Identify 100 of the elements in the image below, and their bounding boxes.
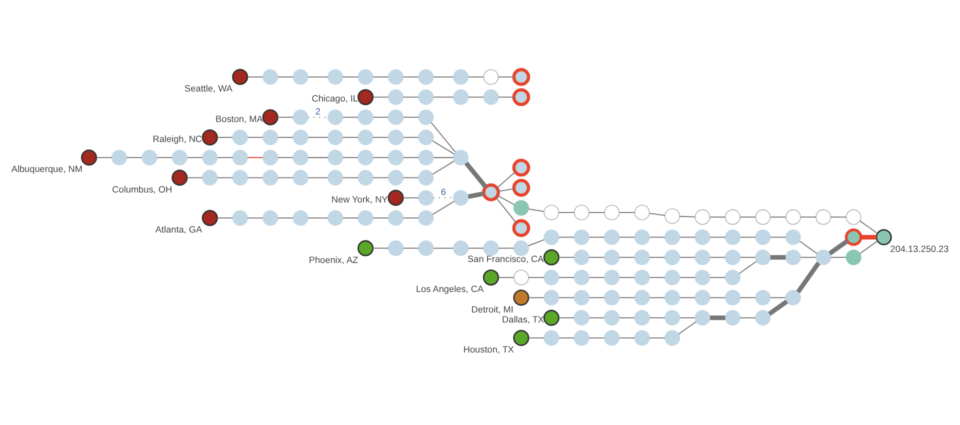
node-circle — [724, 290, 740, 306]
node-label: Raleigh, NC — [152, 134, 202, 144]
node-circle — [232, 170, 248, 186]
connector — [342, 116, 358, 118]
node-label: New York, NY — [331, 194, 388, 204]
connector — [680, 236, 696, 238]
node-circle — [328, 110, 344, 126]
node-circle — [262, 109, 278, 126]
connector — [217, 177, 233, 178]
connector — [619, 337, 635, 338]
connector — [770, 236, 786, 238]
connector — [619, 236, 635, 238]
connector — [308, 157, 328, 158]
connector — [589, 212, 604, 213]
connector — [800, 216, 816, 218]
node-circle — [816, 209, 832, 225]
node-circle — [513, 270, 529, 286]
node-circle — [513, 240, 529, 256]
connector — [248, 136, 263, 138]
node-circle — [664, 270, 680, 286]
connector — [650, 317, 665, 318]
node-circle — [418, 190, 434, 206]
connector — [96, 157, 112, 158]
connector — [589, 337, 604, 338]
node-circle — [452, 190, 469, 206]
connector — [650, 236, 665, 238]
connector — [464, 162, 488, 189]
node-label: Dallas, TX — [502, 314, 544, 324]
connector — [740, 317, 756, 318]
node-circle — [202, 129, 218, 146]
connector — [619, 317, 635, 318]
node-circle — [604, 250, 620, 266]
connector — [710, 216, 726, 218]
node-circle — [483, 89, 499, 105]
node-circle — [724, 270, 740, 286]
node-circle — [262, 210, 278, 226]
connector — [373, 157, 388, 158]
node-circle — [232, 150, 248, 166]
node-circle — [604, 204, 620, 220]
connector — [248, 76, 263, 78]
connector — [468, 191, 484, 199]
connector — [217, 136, 233, 138]
node-circle — [232, 210, 248, 226]
node-circle — [358, 110, 374, 126]
connector — [498, 188, 514, 192]
node-circle — [358, 150, 374, 166]
node-circle — [513, 330, 530, 346]
node-label: Boston, MA — [216, 114, 263, 124]
node-circle — [634, 229, 650, 245]
connector — [468, 248, 484, 249]
node-circle — [604, 330, 620, 346]
node-circle — [574, 250, 590, 266]
node-circle — [694, 310, 710, 326]
node-label: Columbus, OH — [112, 184, 172, 194]
connector — [528, 277, 544, 278]
node-circle — [544, 270, 560, 286]
node-label: Phoenix, AZ — [308, 254, 358, 265]
node-circle — [358, 69, 374, 85]
node-circle — [80, 150, 98, 166]
connector — [432, 160, 454, 175]
node-circle — [694, 209, 710, 225]
node-circle — [262, 150, 278, 166]
connector — [498, 277, 514, 278]
connector — [342, 76, 358, 78]
node-circle — [111, 150, 128, 166]
node-circle — [512, 88, 530, 106]
connector — [558, 277, 574, 278]
node-circle — [694, 290, 710, 306]
node-circle — [512, 219, 530, 237]
connector — [468, 96, 484, 98]
node-circle — [388, 150, 404, 166]
connector — [589, 297, 604, 298]
connector — [342, 177, 358, 178]
connector — [799, 240, 818, 254]
node-circle — [358, 130, 374, 146]
connector — [496, 197, 516, 224]
connector — [342, 157, 358, 158]
connector — [830, 256, 846, 258]
connector — [650, 212, 665, 216]
connector — [403, 96, 419, 98]
connector — [680, 317, 696, 318]
node-circle — [664, 250, 680, 266]
node-circle — [202, 170, 218, 186]
node-circle — [418, 210, 434, 226]
node-label: Houston, TX — [463, 344, 514, 355]
connector — [156, 157, 172, 158]
node-circle — [604, 229, 620, 245]
node-circle — [574, 229, 590, 245]
connector — [740, 216, 756, 218]
connector — [619, 277, 635, 278]
connector — [187, 177, 202, 178]
node-circle — [358, 210, 374, 226]
node-circle — [452, 89, 469, 105]
node-circle — [328, 130, 344, 146]
connector — [528, 337, 544, 338]
node-circle — [785, 250, 801, 266]
node-label: Detroit, MI — [471, 304, 514, 314]
node-circle — [292, 69, 308, 85]
node-circle — [388, 110, 404, 126]
connector — [680, 216, 696, 218]
